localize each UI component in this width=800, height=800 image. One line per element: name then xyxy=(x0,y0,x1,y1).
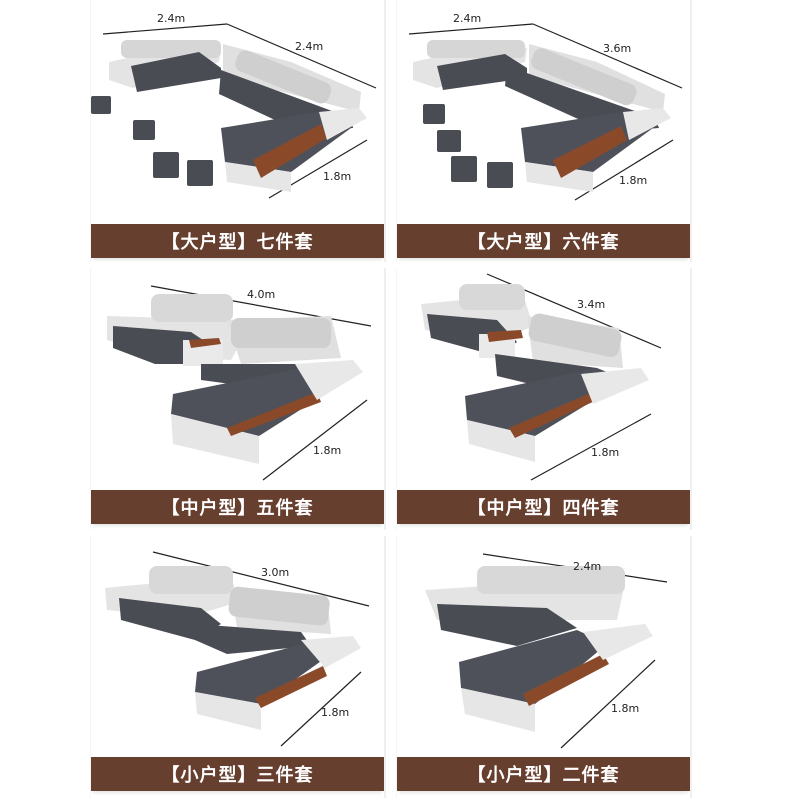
sofa-illustration: 4.0m 1.8m xyxy=(91,268,384,488)
product-label-banner: 【大户型】六件套 xyxy=(397,224,690,258)
l-shaped-sofa-image xyxy=(107,285,372,481)
sofa-illustration: 3.0m 1.8m xyxy=(91,536,384,754)
dimension-chaise-depth: 1.8m xyxy=(323,170,352,183)
dimension-chaise-depth: 1.8m xyxy=(591,446,620,459)
dimension-chaise-depth: 1.8m xyxy=(619,174,648,187)
dimension-chaise-depth: 1.8m xyxy=(313,444,342,457)
dimension-left-width: 2.4m xyxy=(453,12,482,25)
product-label-banner: 【大户型】七件套 xyxy=(91,224,384,258)
product-card-5-piece[interactable]: 4.0m 1.8m 【中户型】五件套 xyxy=(90,268,386,530)
product-label-banner: 【中户型】五件套 xyxy=(91,490,384,524)
sofa-illustration: 2.4m 2.4m 1.8m xyxy=(91,0,384,222)
dimension-chaise-depth: 1.8m xyxy=(321,706,350,719)
sofa-illustration: 2.4m 3.6m 1.8m xyxy=(397,0,690,222)
dimension-back-length: 4.0m xyxy=(247,288,276,301)
u-shaped-sofa-image xyxy=(91,23,377,199)
dimension-back-length: 3.0m xyxy=(261,566,290,579)
product-grid: 2.4m 2.4m 1.8m 【大户型】七件套 xyxy=(90,0,702,800)
dimension-back-length: 3.6m xyxy=(603,42,632,55)
product-label-banner: 【小户型】三件套 xyxy=(91,757,384,791)
sofa-illustration: 3.4m 1.8m xyxy=(397,268,690,488)
product-card-7-piece[interactable]: 2.4m 2.4m 1.8m 【大户型】七件套 xyxy=(90,0,386,262)
u-shaped-sofa-image xyxy=(408,23,683,201)
sofa-illustration: 2.4m 1.8m xyxy=(397,536,690,754)
product-label-banner: 【小户型】二件套 xyxy=(397,757,690,791)
l-shaped-sofa-image xyxy=(421,273,662,481)
dimension-back-length: 2.4m xyxy=(295,40,324,53)
product-label-banner: 【中户型】四件套 xyxy=(397,490,690,524)
dimension-left-width: 2.4m xyxy=(157,12,186,25)
product-card-4-piece[interactable]: 3.4m 1.8m 【中户型】四件套 xyxy=(396,268,692,530)
dimension-back-length: 3.4m xyxy=(577,298,606,311)
product-card-2-piece[interactable]: 2.4m 1.8m 【小户型】二件套 xyxy=(396,536,692,798)
l-shaped-sofa-image xyxy=(105,551,370,747)
dimension-chaise-depth: 1.8m xyxy=(611,702,640,715)
product-card-3-piece[interactable]: 3.0m 1.8m 【小户型】三件套 xyxy=(90,536,386,798)
product-card-6-piece[interactable]: 2.4m 3.6m 1.8m 【大户型】六件套 xyxy=(396,0,692,262)
dimension-back-length: 2.4m xyxy=(573,560,602,573)
l-shaped-sofa-image xyxy=(425,553,668,749)
